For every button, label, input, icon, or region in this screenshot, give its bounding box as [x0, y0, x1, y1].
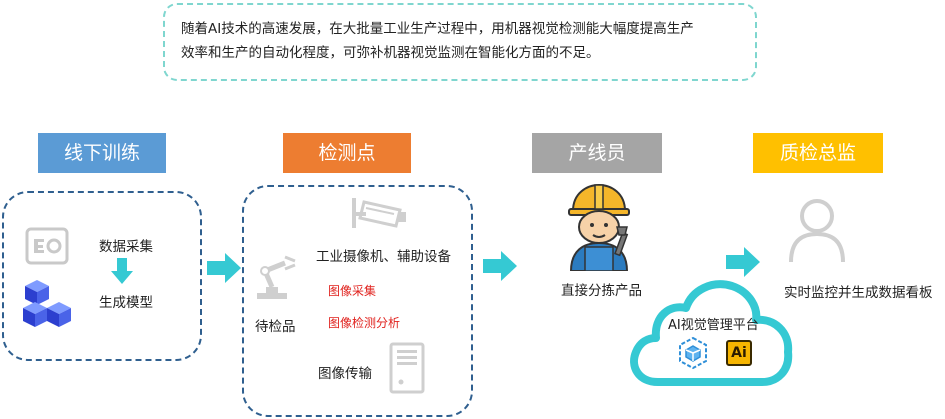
model-cubes-icon	[23, 280, 71, 327]
model-box-icon	[679, 336, 707, 370]
image-transfer-label: 图像传输	[318, 366, 372, 382]
server-icon	[389, 342, 425, 394]
intro-line-1: 随着AI技术的高速发展，在大批量工业生产过程中，用机器视觉检测能大幅度提高生产	[181, 21, 694, 37]
platform-title: AI视觉管理平台	[668, 318, 759, 333]
robot-arm-icon	[257, 255, 296, 299]
camera-icon	[352, 198, 406, 228]
data-collection-label: 数据采集	[99, 239, 153, 255]
generate-model-label: 生成模型	[99, 295, 153, 311]
ai-badge-icon: Ai	[726, 340, 752, 366]
camera-equipment-label: 工业摄像机、辅助设备	[316, 249, 451, 265]
sort-product-label: 直接分拣产品	[561, 283, 642, 299]
inspection-point-box	[242, 185, 473, 417]
down-arrow-icon	[111, 258, 133, 284]
to-inspect-label: 待检品	[255, 319, 296, 335]
flow-arrow-2	[483, 251, 517, 281]
user-icon	[789, 199, 845, 263]
stage-line-worker: 产线员	[532, 133, 662, 173]
dashboard-label: 实时监控并生成数据看板	[784, 285, 933, 301]
stage-quality-director: 质检总监	[753, 133, 883, 173]
worker-icon	[568, 183, 630, 271]
offline-training-box	[2, 191, 202, 361]
flow-arrow-1	[207, 253, 241, 283]
image-analysis-label: 图像检测分析	[328, 316, 401, 330]
document-icon	[25, 227, 69, 265]
stage-offline-training: 线下训练	[38, 133, 166, 173]
intro-note: 随着AI技术的高速发展，在大批量工业生产过程中，用机器视觉检测能大幅度提高生产 …	[163, 3, 757, 81]
flow-arrow-3	[726, 247, 760, 277]
stage-inspection-point: 检测点	[283, 133, 411, 173]
image-collection-label: 图像采集	[328, 284, 377, 298]
intro-line-2: 效率和生产的自动化程度，可弥补机器视觉监测在智能化方面的不足。	[181, 45, 600, 61]
